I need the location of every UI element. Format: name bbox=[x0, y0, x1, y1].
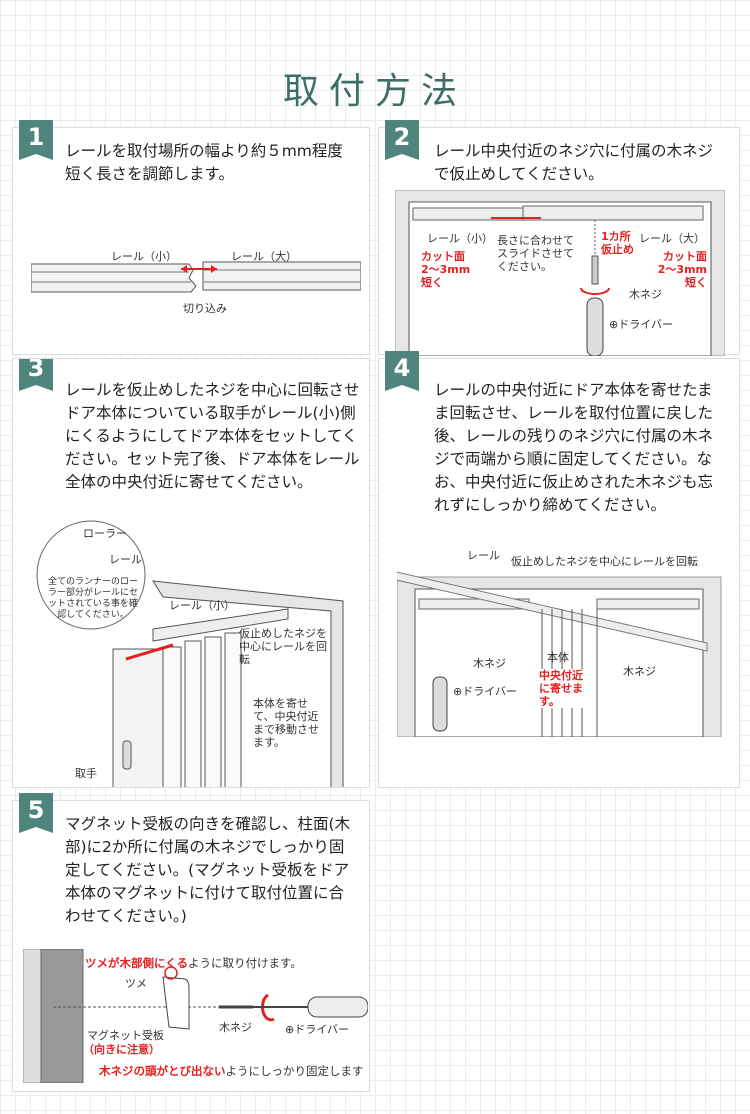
step-5-card: 5 マグネット受板の向きを確認し、柱面(木部)に2か所に付属の木ネジでしっかり固… bbox=[12, 793, 370, 1092]
label-rotate: 仮止めしたネジを中心にレールを回転 bbox=[511, 555, 698, 568]
step-instruction: マグネット受板の向きを確認し、柱面(木部)に2か所に付属の木ネジでしっかり固定し… bbox=[65, 815, 351, 925]
label-caution: （向きに注意） bbox=[83, 1043, 160, 1056]
label-move: 本体を寄せて、中央付近まで移動させます。 bbox=[253, 697, 319, 749]
label-rail-large: レール（大） bbox=[639, 232, 705, 245]
step-number-badge: 3 bbox=[19, 359, 53, 391]
step-number-badge: 4 bbox=[385, 351, 419, 391]
step-1-card: 1 レールを取付場所の幅より約５mm程度短く長さを調節します。 レール（小） レ… bbox=[12, 120, 370, 355]
label-rail-small: レール（小） bbox=[169, 599, 235, 612]
label-driver: ⊕ドライバー bbox=[609, 318, 673, 331]
label-handle: 取手 bbox=[75, 767, 97, 780]
label-screw-left: 木ネジ bbox=[473, 657, 506, 670]
label-body: 本体 bbox=[547, 651, 569, 664]
label-rail-large: レール（大） bbox=[231, 250, 297, 263]
magnet-plate-illustration bbox=[23, 949, 368, 1083]
label-center: 中央付近に寄せます。 bbox=[539, 669, 589, 708]
page-title: 取付方法 bbox=[282, 71, 467, 112]
label-screw-right: 木ネジ bbox=[623, 665, 656, 678]
door-set-illustration bbox=[36, 520, 344, 787]
label-rail: レール bbox=[109, 553, 142, 566]
step-instruction: レール中央付近のネジ穴に付属の木ネジで仮止めしてください。 bbox=[434, 142, 714, 183]
label-screw: 木ネジ bbox=[219, 1021, 252, 1034]
label-roller: ローラー bbox=[83, 527, 127, 540]
label-cut-left: カット面 2〜3mm 短く bbox=[421, 250, 471, 289]
step-3-card: 3 レールを仮止めしたネジを中心に回転させドア本体についている取手がレール(小)… bbox=[12, 358, 370, 788]
step-number-badge: 5 bbox=[19, 793, 53, 833]
step-number-badge: 1 bbox=[19, 120, 53, 160]
rail-fix-illustration bbox=[397, 571, 722, 737]
label-magnet-plate: マグネット受板 bbox=[87, 1029, 164, 1042]
claw-orientation-note: ツメが木部側にくるように取り付けます。 bbox=[85, 956, 302, 970]
step-number-badge: 2 bbox=[385, 120, 419, 160]
rail-cut-illustration bbox=[31, 261, 361, 293]
step-4-card: 4 レールの中央付近にドア本体を寄せたまま回転させ、レールを取付位置に戻した後、… bbox=[378, 351, 740, 788]
label-driver: ⊕ドライバー bbox=[453, 685, 517, 698]
label-screw: 木ネジ bbox=[629, 288, 662, 301]
label-rail: レール bbox=[467, 549, 500, 562]
label-temp-fix: 1カ所 仮止め bbox=[601, 230, 634, 256]
label-rail-small: レール（小） bbox=[111, 250, 177, 263]
label-rail-small: レール（小） bbox=[427, 232, 493, 245]
label-claw: ツメ bbox=[125, 977, 147, 990]
step-instruction: レールを仮止めしたネジを中心に回転させドア本体についている取手がレール(小)側に… bbox=[65, 381, 360, 491]
label-rotate: 仮止めしたネジを中心にレールを回転 bbox=[239, 627, 327, 666]
label-cut-right: カット面 2〜3mm 短く bbox=[657, 250, 707, 289]
step-instruction: レールを取付場所の幅より約５mm程度短く長さを調節します。 bbox=[65, 142, 343, 183]
label-driver: ⊕ドライバー bbox=[285, 1023, 349, 1036]
label-slide-note: 長さに合わせてスライドさせてください。 bbox=[497, 234, 574, 273]
fixing-note: 木ネジの頭がとび出ないようにしっかり固定します bbox=[99, 1064, 364, 1078]
label-notch: 切り込み bbox=[183, 302, 227, 315]
label-runner-note: 全てのランナーのローラー部分がレールにセットされている事を確認してください。 bbox=[47, 577, 138, 620]
rail-mount-illustration bbox=[395, 190, 725, 356]
step-2-card: 2 レール中央付近のネジ穴に付属の木ネジで仮止めしてください。 レール（小） レ… bbox=[378, 120, 740, 356]
step-instruction: レールの中央付近にドア本体を寄せたまま回転させ、レールを取付位置に戻した後、レー… bbox=[434, 381, 714, 514]
